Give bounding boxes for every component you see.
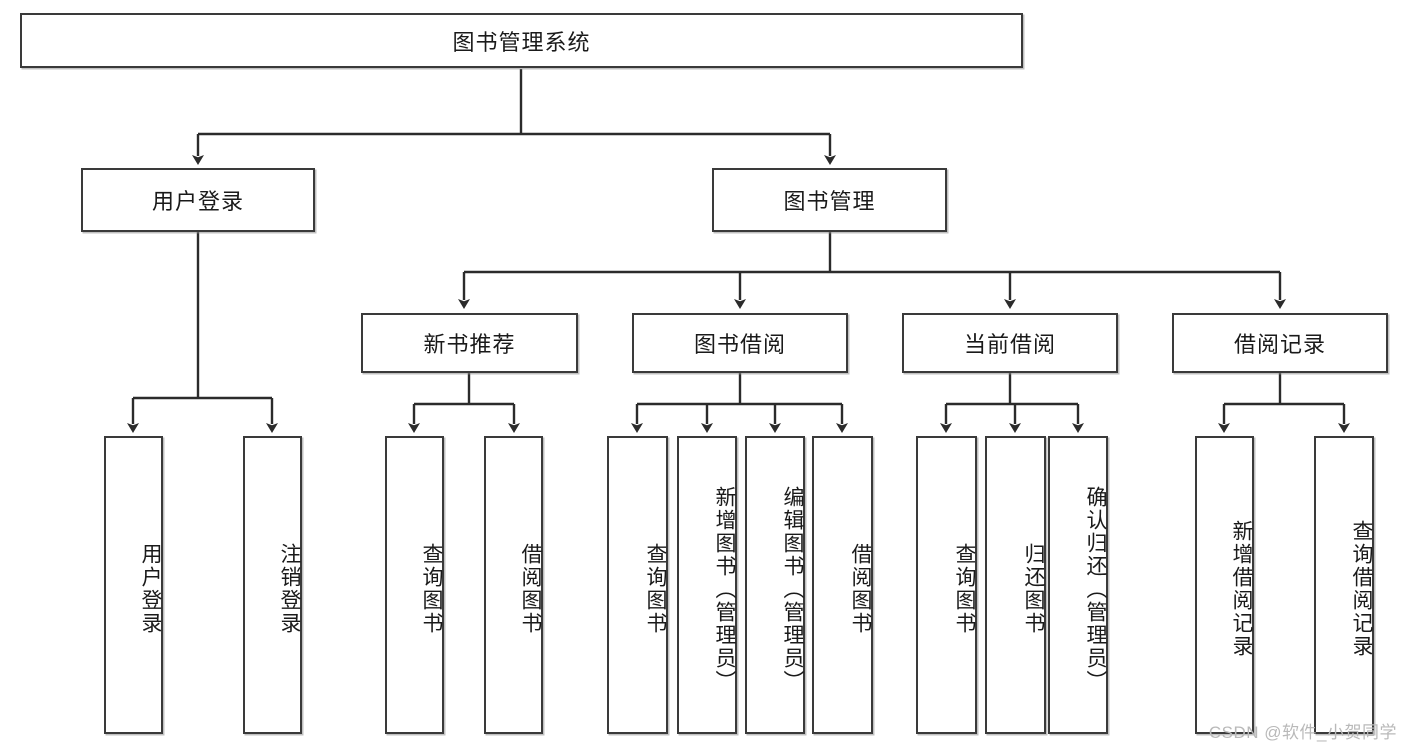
node-new-book-recommend-label: 新书推荐 — [423, 332, 516, 357]
leaf-add-book-admin-label: 新增图书（管理员） — [713, 485, 736, 693]
node-borrow-record[interactable]: 借阅记录 — [1172, 313, 1388, 373]
leaf-edit-book-admin[interactable]: 编辑图书（管理员） — [745, 436, 805, 734]
leaf-query-book-borrow[interactable]: 查询图书 — [607, 436, 668, 734]
node-current-borrow-label: 当前借阅 — [963, 332, 1056, 357]
leaf-user-login[interactable]: 用户登录 — [104, 436, 163, 734]
node-book-management-label: 图书管理 — [783, 189, 876, 214]
leaf-query-book-recommend-label: 查询图书 — [420, 543, 443, 635]
leaf-query-book-current[interactable]: 查询图书 — [916, 436, 977, 734]
leaf-edit-book-admin-label: 编辑图书（管理员） — [781, 485, 804, 693]
node-new-book-recommend[interactable]: 新书推荐 — [361, 313, 578, 373]
leaf-logout-label: 注销登录 — [278, 543, 301, 635]
leaf-borrow-book-recommend[interactable]: 借阅图书 — [484, 436, 543, 734]
leaf-user-login-label: 用户登录 — [139, 543, 162, 635]
leaf-return-book-label: 归还图书 — [1022, 543, 1045, 635]
leaf-confirm-return-admin-label: 确认归还（管理员） — [1084, 485, 1107, 693]
node-book-borrow[interactable]: 图书借阅 — [632, 313, 848, 373]
leaf-query-book-recommend[interactable]: 查询图书 — [385, 436, 444, 734]
leaf-return-book[interactable]: 归还图书 — [985, 436, 1046, 734]
leaf-add-borrow-record[interactable]: 新增借阅记录 — [1195, 436, 1254, 734]
leaf-borrow-book-label: 借阅图书 — [849, 543, 872, 635]
leaf-query-borrow-record[interactable]: 查询借阅记录 — [1314, 436, 1374, 734]
node-root[interactable]: 图书管理系统 — [20, 13, 1023, 68]
leaf-borrow-book-recommend-label: 借阅图书 — [519, 543, 542, 635]
leaf-query-borrow-record-label: 查询借阅记录 — [1350, 520, 1373, 658]
leaf-query-book-current-label: 查询图书 — [953, 543, 976, 635]
leaf-borrow-book[interactable]: 借阅图书 — [812, 436, 873, 734]
node-user-login[interactable]: 用户登录 — [81, 168, 315, 232]
node-user-login-label: 用户登录 — [151, 189, 244, 214]
node-book-borrow-label: 图书借阅 — [693, 332, 786, 357]
leaf-add-book-admin[interactable]: 新增图书（管理员） — [677, 436, 737, 734]
node-current-borrow[interactable]: 当前借阅 — [902, 313, 1118, 373]
leaf-query-book-borrow-label: 查询图书 — [644, 543, 667, 635]
leaf-add-borrow-record-label: 新增借阅记录 — [1230, 520, 1253, 658]
node-root-label: 图书管理系统 — [452, 29, 591, 55]
node-borrow-record-label: 借阅记录 — [1233, 332, 1326, 357]
leaf-confirm-return-admin[interactable]: 确认归还（管理员） — [1048, 436, 1108, 734]
node-book-management[interactable]: 图书管理 — [712, 168, 947, 232]
leaf-logout[interactable]: 注销登录 — [243, 436, 302, 734]
